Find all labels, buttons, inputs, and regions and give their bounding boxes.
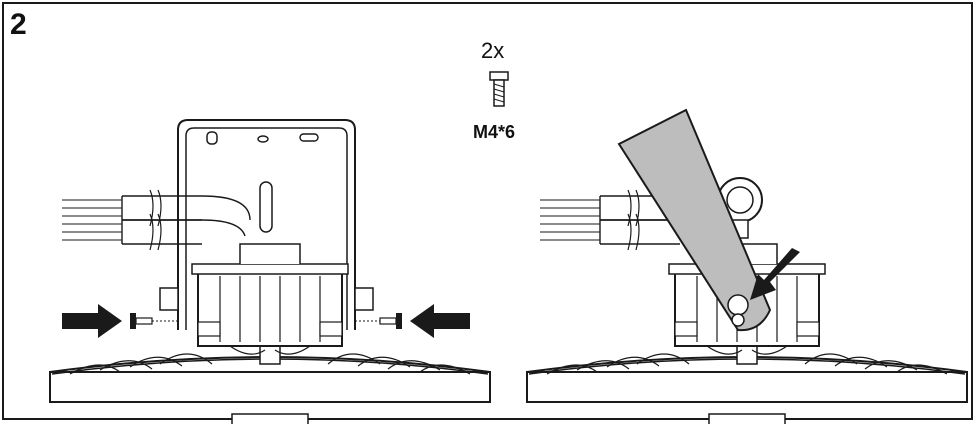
bracket-tighten-figure — [526, 108, 968, 424]
screw-size-label: M4*6 — [473, 122, 516, 142]
u-bracket-icon — [177, 119, 356, 330]
mounting-bracket-attach-figure — [49, 119, 491, 424]
instruction-panel — [2, 2, 973, 420]
tilted-bracket-icon — [617, 108, 772, 332]
cable-icon — [61, 189, 251, 251]
pointer-arrow-icon — [750, 248, 800, 300]
screw-icon — [130, 313, 402, 329]
high-bay-light-icon — [49, 243, 491, 424]
push-arrow-icon — [410, 304, 470, 338]
push-arrow-icon — [62, 304, 122, 338]
step-number: 2 — [10, 8, 27, 41]
screw-detail-icon — [489, 71, 509, 107]
screw-quantity: 2x — [481, 38, 505, 63]
